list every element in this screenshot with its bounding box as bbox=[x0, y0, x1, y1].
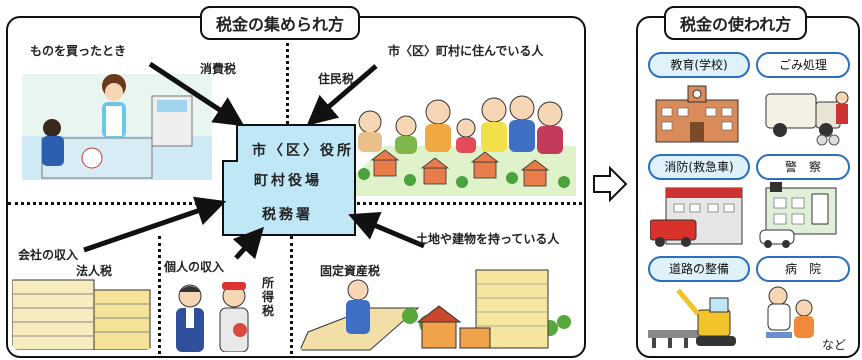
usage-firefighting: 消防(救急車) bbox=[648, 154, 750, 180]
etc-label: など bbox=[822, 338, 847, 352]
arrow-property bbox=[348, 211, 425, 249]
road-construction-illustration bbox=[648, 288, 736, 348]
workers-illustration bbox=[176, 282, 249, 352]
arrow-corporate bbox=[83, 196, 227, 253]
divider-vertical-top bbox=[286, 36, 289, 136]
company-building-illustration bbox=[12, 279, 151, 350]
property-tax-label: 固定資産税 bbox=[320, 264, 381, 278]
usage-roads: 道路の整備 bbox=[648, 256, 750, 282]
fire-station-illustration bbox=[650, 187, 743, 247]
usage-title: 税金の使われ方 bbox=[664, 6, 808, 40]
arrow-consumption bbox=[148, 61, 245, 127]
arrow-income bbox=[232, 226, 265, 260]
usage-police: 警 察 bbox=[756, 154, 850, 180]
hospital-illustration bbox=[766, 286, 814, 338]
flow-arrows bbox=[83, 61, 425, 260]
personal-income-label: 個人の収入 bbox=[164, 260, 225, 274]
collection-title: 税金の集められ方 bbox=[200, 6, 361, 40]
divider-vertical-bottom-right bbox=[290, 236, 293, 354]
flow-right-arrow bbox=[593, 166, 628, 202]
shopping-label: ものを買ったとき bbox=[30, 44, 127, 58]
shopping-illustration bbox=[22, 74, 212, 180]
resident-tax-label: 住民税 bbox=[318, 72, 355, 86]
city-office-line: 市〈区〉役所 bbox=[252, 143, 354, 159]
usage-garbage: ごみ処理 bbox=[756, 52, 850, 78]
income-tax-text: 所得税 bbox=[262, 276, 275, 318]
property-illustration bbox=[300, 269, 571, 351]
company-income-label: 会社の収入 bbox=[18, 248, 79, 262]
tax-office-line: 税務署 bbox=[262, 207, 313, 223]
consumption-tax-label: 消費税 bbox=[200, 62, 237, 76]
arrow-resident bbox=[306, 64, 378, 126]
school-illustration bbox=[655, 85, 739, 143]
garbage-truck-illustration bbox=[765, 91, 849, 146]
residents-label: 市〈区〉町村に住んでいる人 bbox=[388, 44, 544, 58]
property-label: 土地や建物を持っている人 bbox=[416, 232, 560, 246]
residents-illustration bbox=[344, 95, 576, 196]
corporate-tax-label: 法人税 bbox=[76, 264, 113, 278]
police-station-illustration bbox=[759, 182, 837, 248]
usage-hospital: 病 院 bbox=[756, 256, 850, 282]
government-office-box bbox=[222, 124, 356, 236]
usage-education: 教育(学校) bbox=[648, 52, 750, 78]
income-tax-label: 所得税 bbox=[262, 276, 276, 318]
divider-vertical-bottom-left bbox=[158, 236, 161, 354]
office-notch bbox=[222, 124, 238, 162]
town-office-line: 町村役場 bbox=[254, 173, 322, 189]
